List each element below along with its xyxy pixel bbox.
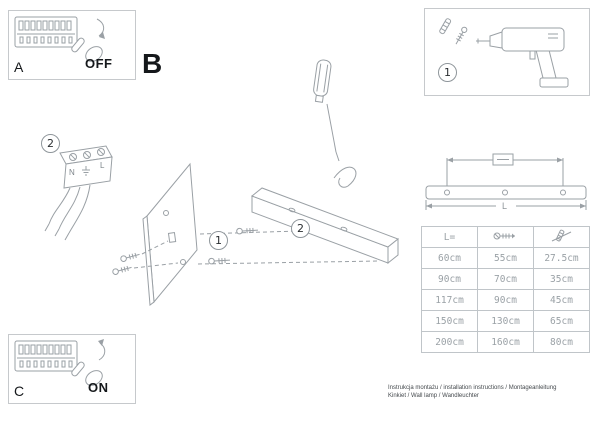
length-cell: 200cm bbox=[421, 331, 478, 353]
screw-column-header bbox=[477, 226, 534, 248]
wall-anchor-icon bbox=[439, 18, 452, 35]
spacing-cell: 55cm bbox=[477, 247, 534, 269]
step-1-badge-assembly: 1 bbox=[209, 231, 228, 250]
power-on-label: ON bbox=[88, 380, 109, 395]
spacing-cell: 90cm bbox=[477, 289, 534, 311]
screwdriver-illustration bbox=[313, 59, 357, 188]
length-cell: 150cm bbox=[421, 310, 478, 332]
section-a-label: A bbox=[14, 59, 24, 75]
offset-cell: 45cm bbox=[533, 289, 590, 311]
breaker-panel-illustration-a bbox=[14, 16, 78, 48]
spacing-cell: 130cm bbox=[477, 310, 534, 332]
breaker-panel-illustration-c bbox=[14, 339, 106, 386]
offset-cell: 80cm bbox=[533, 331, 590, 353]
terminal-block-illustration bbox=[44, 145, 113, 241]
length-column-header: L= bbox=[421, 226, 478, 248]
mounting-plate-illustration bbox=[142, 162, 198, 306]
size-table: L= bbox=[421, 226, 590, 353]
dimension-diagram bbox=[425, 153, 587, 210]
power-off-label: OFF bbox=[85, 56, 113, 71]
anchor-column-header bbox=[533, 226, 590, 248]
footer-line-1: Instrukcja montażu / installation instru… bbox=[388, 385, 557, 391]
screw-icon bbox=[493, 232, 515, 239]
size-row: 90cm 70cm 35cm bbox=[421, 268, 590, 290]
length-dimension-label: L bbox=[502, 201, 508, 211]
size-row: 200cm 160cm 80cm bbox=[421, 331, 590, 353]
spacing-cell: 70cm bbox=[477, 268, 534, 290]
step-1-badge-hardware: 1 bbox=[438, 63, 457, 82]
footer-line-2: Kinkiet / Wall lamp / Wandleuchter bbox=[388, 393, 479, 399]
section-b-label: B bbox=[142, 48, 163, 79]
step-2-badge-assembly: 2 bbox=[291, 219, 310, 238]
offset-cell: 65cm bbox=[533, 310, 590, 332]
footer-text: Instrukcja montażu / installation instru… bbox=[388, 384, 556, 400]
wall-anchor-icon bbox=[551, 229, 571, 241]
size-row: 150cm 130cm 65cm bbox=[421, 310, 590, 332]
hand-flip-off-illustration bbox=[71, 18, 105, 62]
hardware-box-frame bbox=[424, 8, 590, 96]
size-row: 117cm 90cm 45cm bbox=[421, 289, 590, 311]
section-c-label: C bbox=[14, 383, 25, 399]
lamp-bar-illustration bbox=[251, 187, 399, 265]
length-cell: 60cm bbox=[421, 247, 478, 269]
panel-c-frame bbox=[8, 334, 136, 404]
drill-illustration bbox=[476, 27, 569, 88]
step-2-badge-wiring: 2 bbox=[41, 134, 60, 153]
terminal-l-label: L bbox=[100, 161, 105, 170]
size-table-header-row: L= bbox=[421, 226, 590, 248]
wall-screws-illustration bbox=[112, 240, 179, 275]
panel-a-frame bbox=[8, 10, 136, 80]
offset-cell: 35cm bbox=[533, 268, 590, 290]
offset-cell: 27.5cm bbox=[533, 247, 590, 269]
spacing-cell: 160cm bbox=[477, 331, 534, 353]
length-cell: 117cm bbox=[421, 289, 478, 311]
mounting-screw-icon bbox=[455, 26, 468, 45]
earth-symbol-icon bbox=[82, 166, 90, 176]
terminal-n-label: N bbox=[69, 168, 75, 177]
length-cell: 90cm bbox=[421, 268, 478, 290]
size-row: 60cm 55cm 27.5cm bbox=[421, 247, 590, 269]
